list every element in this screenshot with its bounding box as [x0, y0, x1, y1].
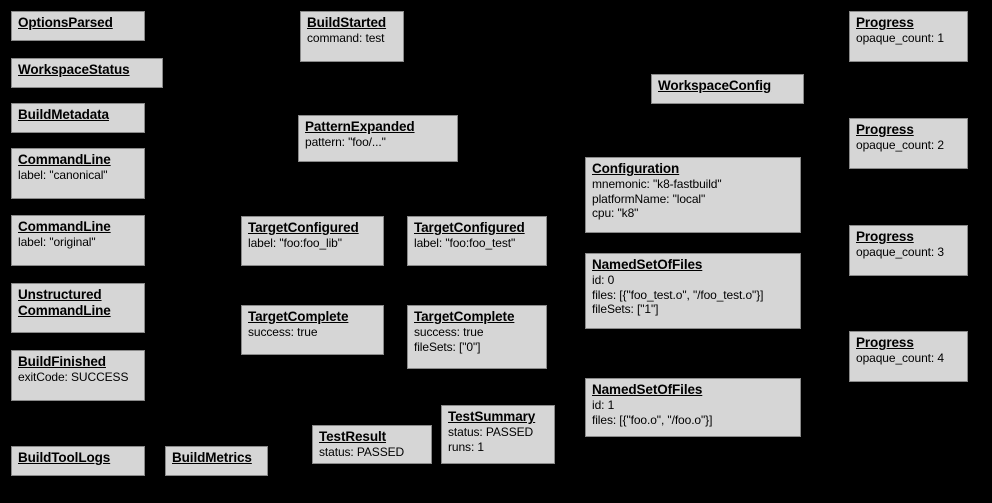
node-properties: command: test	[307, 31, 397, 46]
node-build-metrics[interactable]: BuildMetrics	[165, 446, 268, 476]
node-workspace-config[interactable]: WorkspaceConfig	[651, 74, 804, 104]
node-title: TestSummary	[448, 409, 536, 424]
node-title: WorkspaceStatus	[18, 62, 130, 77]
node-property: label: "original"	[18, 235, 96, 249]
node-property: exitCode: SUCCESS	[18, 370, 129, 384]
node-title: TargetConfigured	[414, 220, 525, 235]
node-title: OptionsParsed	[18, 15, 113, 30]
node-property: id: 1	[592, 398, 615, 412]
node-property: files: [{"foo.o", "/foo.o"}]	[592, 412, 713, 427]
node-property: success: true	[248, 325, 318, 339]
node-title: CommandLine	[18, 219, 111, 234]
node-workspace-status[interactable]: WorkspaceStatus	[11, 58, 163, 88]
node-property: status: PASSED	[448, 425, 534, 439]
node-property: id: 0	[592, 273, 615, 287]
node-build-tool-logs[interactable]: BuildToolLogs	[11, 446, 145, 476]
node-properties: opaque_count: 1	[856, 31, 961, 46]
node-properties: label: "foo:foo_lib"	[248, 236, 377, 251]
node-title: PatternExpanded	[305, 119, 415, 134]
node-property: platformName: "local"	[592, 191, 706, 206]
node-property: pattern: "foo/..."	[305, 135, 386, 149]
node-title: NamedSetOfFiles	[592, 257, 703, 272]
node-property: mnemonic: "k8-fastbuild"	[592, 177, 722, 191]
node-title: Progress	[856, 229, 914, 244]
node-title: BuildFinished	[18, 354, 106, 369]
node-property: fileSets: ["0"]	[414, 339, 481, 354]
node-property: opaque_count: 3	[856, 245, 944, 259]
node-title: BuildToolLogs	[18, 450, 111, 465]
node-title: BuildStarted	[307, 15, 387, 30]
node-property: cpu: "k8"	[592, 206, 639, 220]
node-properties: opaque_count: 4	[856, 351, 961, 366]
node-properties: exitCode: SUCCESS	[18, 370, 138, 385]
node-title: CommandLine	[18, 152, 111, 167]
node-properties: pattern: "foo/..."	[305, 135, 451, 150]
node-title: WorkspaceConfig	[658, 78, 772, 93]
node-unstructured-command-line[interactable]: Unstructured CommandLine	[11, 283, 145, 333]
node-property: opaque_count: 4	[856, 351, 944, 365]
node-title: Progress	[856, 122, 914, 137]
node-title: TargetComplete	[414, 309, 515, 324]
node-title: TargetConfigured	[248, 220, 359, 235]
node-property: label: "canonical"	[18, 168, 108, 182]
node-property: files: [{"foo_test.o", "/foo_test.o"}]	[592, 287, 764, 302]
node-title: BuildMetrics	[172, 450, 252, 465]
node-title: TargetComplete	[248, 309, 349, 324]
node-property: status: PASSED	[319, 445, 405, 459]
node-property: fileSets: ["1"]	[592, 302, 659, 316]
node-property: runs: 1	[448, 439, 484, 454]
node-property: command: test	[307, 31, 385, 45]
node-properties: opaque_count: 3	[856, 245, 961, 260]
node-property: label: "foo:foo_test"	[414, 236, 516, 250]
node-properties: success: true	[248, 325, 377, 340]
node-properties: mnemonic: "k8-fastbuild"platformName: "l…	[592, 177, 794, 221]
node-title: BuildMetadata	[18, 107, 109, 122]
node-title: Configuration	[592, 161, 680, 176]
node-title: Progress	[856, 15, 914, 30]
node-options-parsed[interactable]: OptionsParsed	[11, 11, 145, 41]
node-title: NamedSetOfFiles	[592, 382, 703, 397]
node-title: Progress	[856, 335, 914, 350]
node-build-metadata[interactable]: BuildMetadata	[11, 103, 145, 133]
node-properties: status: PASSED	[319, 445, 425, 460]
node-property: success: true	[414, 325, 484, 339]
node-property: opaque_count: 1	[856, 31, 944, 45]
node-properties: label: "canonical"	[18, 168, 138, 183]
node-properties: label: "original"	[18, 235, 138, 250]
node-property: opaque_count: 2	[856, 138, 944, 152]
node-title: TestResult	[319, 429, 387, 444]
node-properties: label: "foo:foo_test"	[414, 236, 540, 251]
node-property: label: "foo:foo_lib"	[248, 236, 342, 250]
node-properties: opaque_count: 2	[856, 138, 961, 153]
node-title: Unstructured CommandLine	[18, 287, 111, 318]
